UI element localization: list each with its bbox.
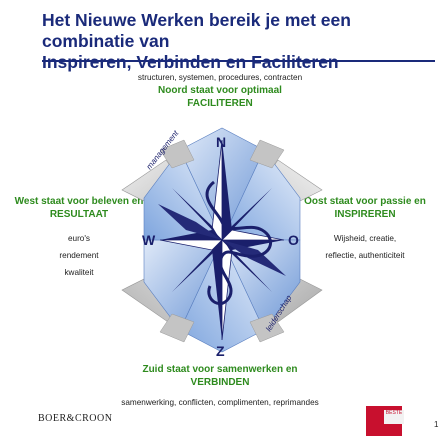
navy-blades (158, 204, 286, 276)
title-line-1: Het Nieuwe Werken bereik je met een comb… (42, 10, 351, 51)
south-line-1: Zuid staat voor samenwerken en (142, 364, 298, 375)
east-item-1: Wijsheid, creatie, (333, 234, 397, 243)
page-number: 1 (434, 420, 439, 429)
title-line-2: Inspireren, Verbinden en Faciliteren (42, 52, 339, 72)
compass-letter-o: O (288, 232, 299, 248)
east-item-2: reflectie, authenticiteit (325, 251, 405, 260)
west-line-1: West staat voor beleven en (14, 196, 144, 207)
compass-letter-w: W (142, 232, 156, 248)
north-line-1: Noord staat voor optimaal (158, 85, 282, 96)
compass-letter-z: Z (216, 343, 225, 359)
grey-plates (159, 139, 285, 343)
title-rule (42, 60, 435, 62)
west-item-1: euro's (67, 234, 91, 243)
company-logo: BOER&CROON (38, 413, 113, 424)
west-item-3: kwaliteit (64, 268, 94, 277)
west-item-2: rendement (59, 251, 99, 260)
south-sub: samenwerking, conflicten, complimenten, … (121, 398, 319, 407)
south-line-2: VERBINDEN (190, 377, 250, 388)
north-sub: structuren, systemen, procedures, contra… (137, 73, 303, 82)
east-line-2: INSPIREREN (334, 209, 396, 220)
flow-curve (205, 180, 272, 306)
beste-badge-label: BESTE (384, 410, 404, 424)
east-line-1: Oost staat voor passie en (304, 196, 426, 207)
page-title: Het Nieuwe Werken bereik je met een comb… (42, 10, 432, 73)
compass-letter-n: N (216, 134, 226, 150)
west-line-2: RESULTAAT (49, 209, 109, 220)
north-line-2: FACILITEREN (187, 98, 253, 109)
